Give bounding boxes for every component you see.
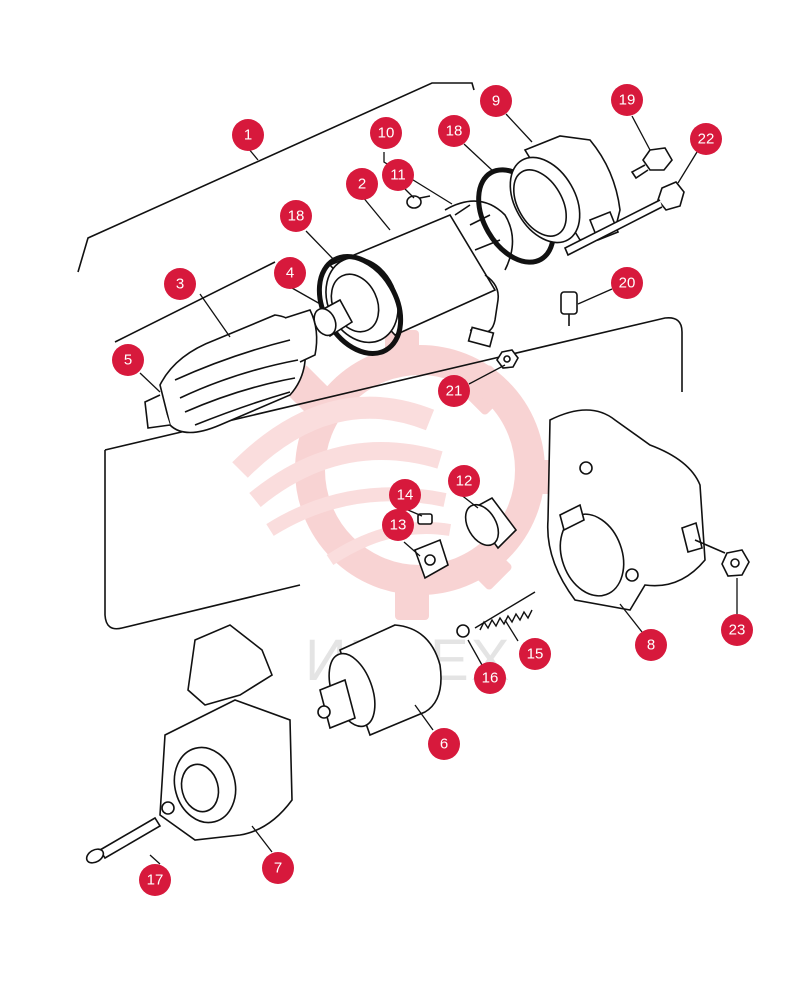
callout-label: 17 (147, 872, 164, 889)
callout-17: 17 (139, 864, 171, 896)
through-bolt-22 (563, 181, 685, 257)
callout-18-left: 18 (280, 200, 312, 232)
screw-19 (630, 147, 673, 180)
subassembly-frame (104, 316, 683, 630)
callout-label: 8 (647, 637, 655, 654)
drive-end-frame (159, 624, 293, 841)
callout-label: 3 (176, 276, 184, 293)
callout-label: 5 (124, 352, 132, 369)
callout-1: 1 (232, 119, 264, 151)
roller-14 (417, 513, 433, 525)
callout-22: 22 (690, 123, 722, 155)
gear-housing (546, 409, 706, 611)
callout-15: 15 (519, 638, 551, 670)
pinion-clutch (317, 624, 442, 737)
callout-label: 13 (390, 517, 407, 534)
callout-label: 16 (482, 670, 499, 687)
callout-label: 1 (244, 127, 252, 144)
callout-20: 20 (611, 267, 643, 299)
callout-2: 2 (346, 168, 378, 200)
nut-21 (496, 349, 519, 369)
nut-23 (694, 539, 750, 577)
leader-lines (139, 113, 738, 865)
callout-3: 3 (164, 268, 196, 300)
callout-label: 6 (440, 736, 448, 753)
callout-label: 18 (288, 208, 305, 225)
callout-6: 6 (428, 728, 460, 760)
callout-label: 19 (619, 92, 636, 109)
callout-11: 11 (382, 159, 414, 191)
clip-11 (406, 195, 431, 209)
callout-label: 4 (286, 265, 294, 282)
callout-label: 15 (527, 646, 544, 663)
callout-label: 22 (698, 131, 715, 148)
callout-12: 12 (448, 465, 480, 497)
callout-14: 14 (389, 479, 421, 511)
callout-label: 11 (390, 167, 406, 184)
solenoid-body (325, 200, 514, 348)
spring-15 (474, 591, 536, 631)
callout-label: 23 (729, 622, 746, 639)
callout-7: 7 (262, 852, 294, 884)
ball-16 (456, 624, 470, 638)
callout-label: 14 (397, 487, 414, 504)
gear-shaft-13 (413, 538, 449, 580)
callout-18-right: 18 (438, 115, 470, 147)
callout-4: 4 (274, 257, 306, 289)
callout-label: 2 (358, 176, 366, 193)
bolt-17 (85, 816, 162, 864)
callout-19: 19 (611, 84, 643, 116)
end-cover (509, 135, 621, 244)
callout-10: 10 (370, 117, 402, 149)
callout-13: 13 (382, 509, 414, 541)
bracket-item-1 (77, 82, 475, 273)
armature (144, 309, 318, 434)
callout-label: 7 (274, 860, 282, 877)
callout-23: 23 (721, 614, 753, 646)
gear-12 (464, 496, 518, 550)
callout-label: 20 (619, 275, 636, 292)
callout-8: 8 (635, 629, 667, 661)
callout-label: 12 (456, 473, 473, 490)
callout-9: 9 (480, 85, 512, 117)
callout-5: 5 (112, 344, 144, 376)
bushing (313, 298, 354, 338)
bracket-lines (77, 82, 683, 630)
callout-21: 21 (438, 375, 470, 407)
callout-label: 9 (492, 93, 500, 110)
bracket-item-3 (114, 261, 276, 343)
screw-20 (560, 291, 578, 326)
callout-label: 18 (446, 123, 463, 140)
callout-16: 16 (474, 662, 506, 694)
callout-label: 10 (378, 125, 395, 142)
callout-label: 21 (446, 383, 463, 400)
